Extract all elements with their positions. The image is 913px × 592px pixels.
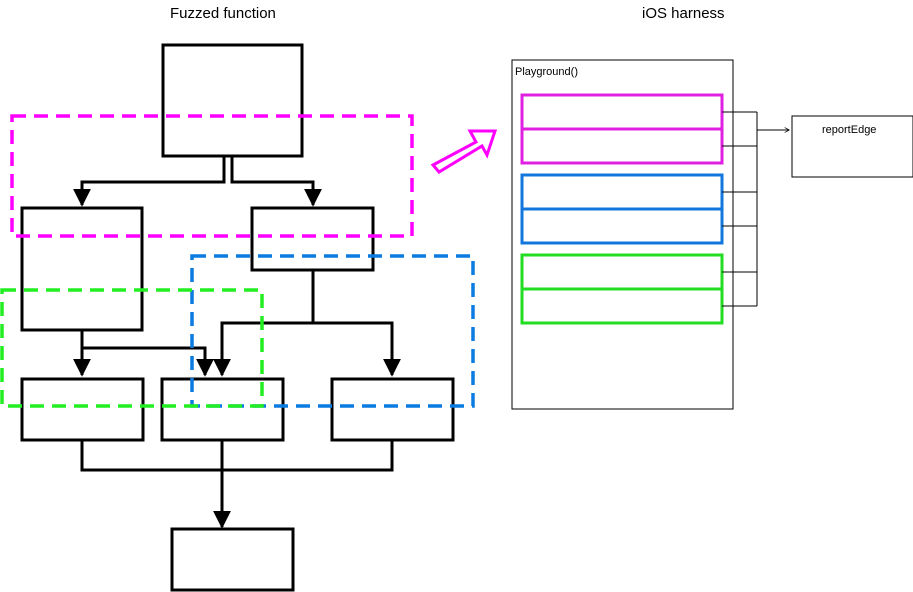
green-edge-region (0, 288, 264, 408)
block-bottom-left (20, 377, 145, 442)
edge-left-to-middle (82, 346, 214, 377)
block-left-tall (20, 206, 144, 332)
ios-harness-title: iOS harness (642, 5, 725, 22)
block-exit (170, 527, 295, 592)
report-edge-box (791, 115, 913, 178)
edge-right-to-middle (213, 270, 315, 377)
report-connectors (722, 111, 789, 307)
report-edge-label: reportEdge (822, 124, 877, 136)
hollow-arrow-icon (430, 129, 498, 174)
edge-top-to-left (73, 156, 226, 207)
playground-container (511, 59, 734, 410)
cfg-edges (73, 156, 401, 529)
block-entry (161, 43, 304, 158)
edge-right-to-bottom-right (313, 321, 401, 377)
cfg-blocks (20, 43, 455, 592)
block-bottom-right (330, 377, 455, 442)
harness-slots (520, 93, 724, 325)
block-right-small (250, 206, 375, 272)
block-bottom-middle (160, 377, 285, 442)
edge-top-to-right (230, 156, 322, 207)
playground-label: Playground() (515, 66, 578, 78)
magenta-edge-region (10, 114, 414, 238)
blue-edge-region (190, 254, 475, 408)
edge-merge (80, 440, 394, 472)
fuzzed-function-title: Fuzzed function (170, 5, 276, 22)
